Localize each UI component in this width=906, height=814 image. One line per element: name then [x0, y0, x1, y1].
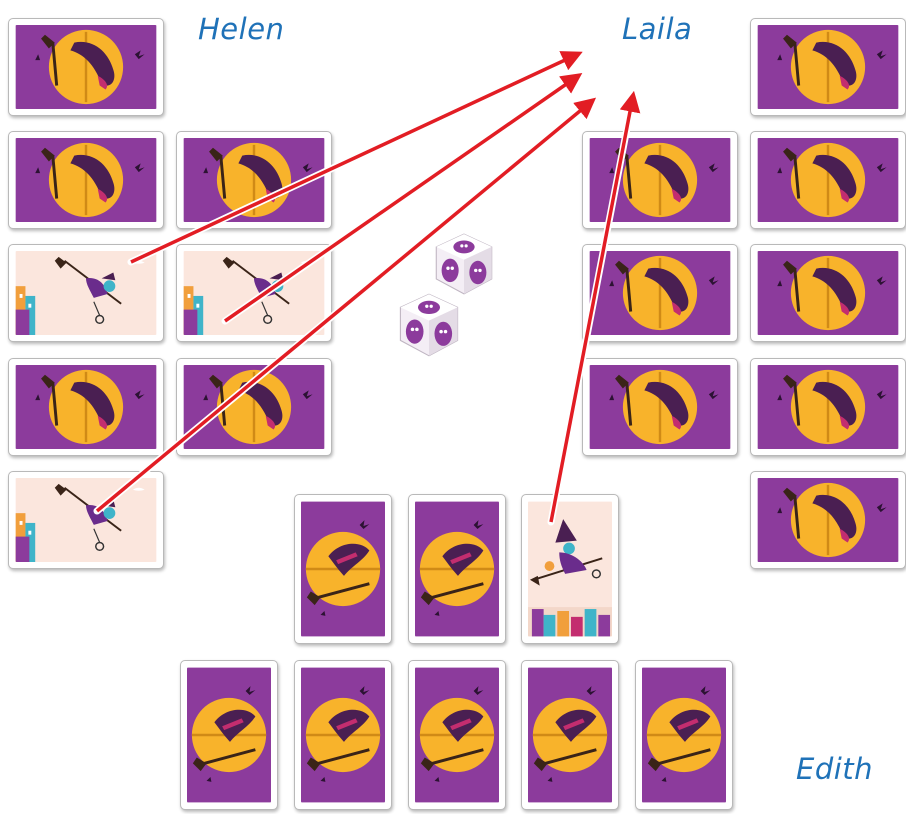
laila-card-back[interactable] [750, 358, 906, 456]
edith-card-back[interactable] [408, 494, 506, 644]
helen-card-back[interactable] [176, 131, 332, 229]
card-back-witch-moon-icon [183, 365, 325, 449]
player-name-laila: Laila [622, 12, 693, 46]
edith-card-back[interactable] [180, 660, 278, 810]
player-name-helen: Helen [198, 12, 285, 46]
edith-card-face[interactable] [521, 494, 619, 644]
laila-card-back[interactable] [582, 244, 738, 342]
card-back-witch-moon-icon [183, 138, 325, 222]
card-back-witch-moon-icon [642, 667, 726, 803]
laila-card-back[interactable] [750, 131, 906, 229]
card-back-witch-moon-icon [528, 667, 612, 803]
helen-card-back[interactable] [176, 358, 332, 456]
card-back-witch-moon-icon [589, 365, 731, 449]
player-name-edith: Edith [796, 752, 874, 786]
helen-card-back[interactable] [8, 358, 164, 456]
card-back-witch-moon-icon [301, 667, 385, 803]
edith-card-back[interactable] [294, 660, 392, 810]
card-back-witch-moon-icon [757, 25, 899, 109]
ghost-die-icon [396, 292, 462, 358]
edith-card-back[interactable] [408, 660, 506, 810]
card-back-witch-moon-icon [757, 138, 899, 222]
edith-card-back[interactable] [635, 660, 733, 810]
edith-card-back[interactable] [521, 660, 619, 810]
ghost-die[interactable] [432, 232, 496, 296]
card-back-witch-moon-icon [757, 365, 899, 449]
card-back-witch-moon-icon [589, 251, 731, 335]
card-face-witch-icon [15, 251, 157, 335]
edith-card-back[interactable] [294, 494, 392, 644]
laila-card-back[interactable] [750, 244, 906, 342]
card-back-witch-moon-icon [301, 501, 385, 637]
helen-card-face[interactable] [8, 244, 164, 342]
ghost-die[interactable] [396, 292, 462, 358]
helen-card-back[interactable] [8, 18, 164, 116]
helen-card-face[interactable] [176, 244, 332, 342]
card-back-witch-moon-icon [415, 501, 499, 637]
card-back-witch-moon-icon [187, 667, 271, 803]
laila-card-back[interactable] [582, 131, 738, 229]
card-face-witch-icon [15, 478, 157, 562]
card-back-witch-moon-icon [15, 365, 157, 449]
arrow-helen-to-laila [95, 97, 597, 513]
card-back-witch-moon-icon [589, 138, 731, 222]
helen-card-face[interactable] [8, 471, 164, 569]
laila-card-back[interactable] [750, 18, 906, 116]
ghost-die-icon [432, 232, 496, 296]
card-back-witch-moon-icon [15, 138, 157, 222]
card-face-witch-icon [183, 251, 325, 335]
card-back-witch-moon-icon [415, 667, 499, 803]
card-face-witch-icon [528, 501, 612, 637]
laila-card-back[interactable] [750, 471, 906, 569]
card-back-witch-moon-icon [757, 478, 899, 562]
helen-card-back[interactable] [8, 131, 164, 229]
card-back-witch-moon-icon [757, 251, 899, 335]
card-back-witch-moon-icon [15, 25, 157, 109]
laila-card-back[interactable] [582, 358, 738, 456]
